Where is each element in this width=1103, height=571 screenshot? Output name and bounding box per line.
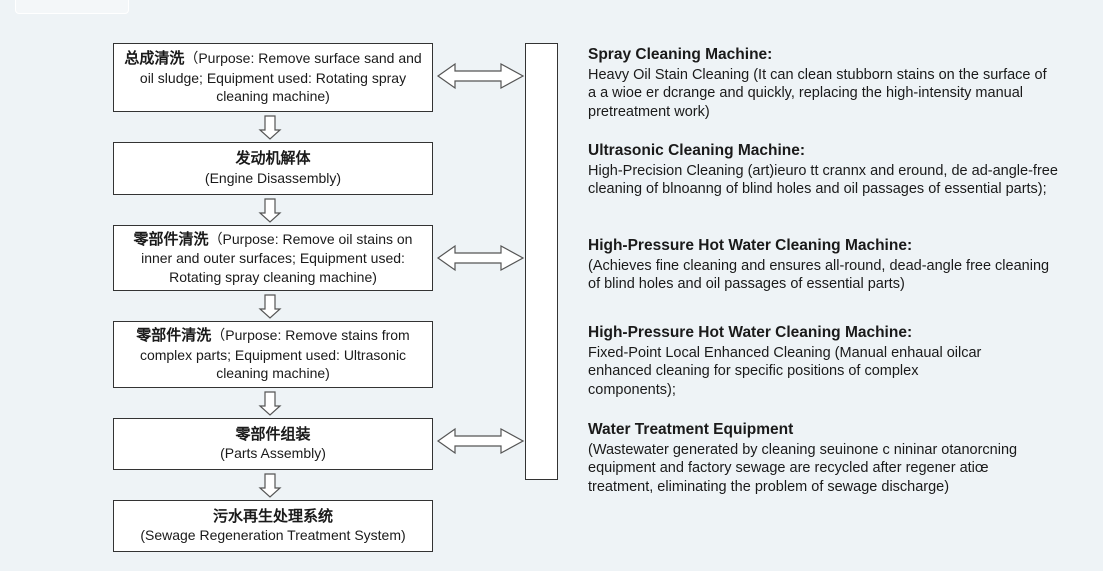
step-zh: 总成清洗 <box>124 50 185 68</box>
flow-step-engine-disassembly: 发动机解体 (Engine Disassembly) <box>113 142 433 195</box>
top-left-tab <box>15 0 129 14</box>
flow-step-sewage-treatment: 污水再生处理系统 (Sewage Regeneration Treatment … <box>113 500 433 552</box>
down-arrow-icon <box>258 198 282 223</box>
step-zh: 零部件清洗 <box>136 327 212 345</box>
flow-step-parts-cleaning-spray: 零部件清洗（Purpose: Remove oil stains on inne… <box>113 225 433 291</box>
step-zh: 污水再生处理系统 <box>212 507 333 525</box>
equipment-water-treatment: Water Treatment Equipment (Wastewater ge… <box>588 421 1053 496</box>
equipment-title: Spray Cleaning Machine: <box>588 46 773 63</box>
equipment-ultrasonic: Ultrasonic Cleaning Machine: High-Precis… <box>588 142 1058 199</box>
down-arrow-icon <box>258 473 282 498</box>
equipment-text: (Wastewater generated by cleaning seuino… <box>588 441 1018 495</box>
double-arrow-icon <box>436 62 525 90</box>
step-en: （Purpose: Remove stains from complex par… <box>139 327 410 382</box>
equipment-text: (Achieves fine cleaning and ensures all-… <box>588 257 1050 293</box>
down-arrow-icon <box>258 391 282 416</box>
step-en: (Engine Disassembly) <box>204 169 342 186</box>
step-en: (Parts Assembly) <box>220 445 326 461</box>
down-arrow-icon <box>258 115 282 140</box>
equipment-title: High-Pressure Hot Water Cleaning Machine… <box>588 237 913 254</box>
equipment-hot-water-1: High-Pressure Hot Water Cleaning Machine… <box>588 237 1058 294</box>
equipment-title: Water Treatment Equipment <box>588 421 794 438</box>
step-en: (Sewage Regeneration Treatment System) <box>140 527 406 543</box>
double-arrow-icon <box>436 244 525 272</box>
down-arrow-icon <box>258 294 282 319</box>
step-zh: 零部件清洗 <box>133 230 209 248</box>
equipment-spray: Spray Cleaning Machine: Heavy Oil Stain … <box>588 46 1058 121</box>
equipment-text: Fixed-Point Local Enhanced Cleaning (Man… <box>588 344 982 398</box>
flow-step-assembly-cleaning: 总成清洗（Purpose: Remove surface sand and oi… <box>113 43 433 112</box>
step-zh: 零部件组装 <box>235 425 311 443</box>
equipment-text: High-Precision Cleaning (art)ieuro tt cr… <box>588 162 1058 198</box>
step-en: （Purpose: Remove oil stains on inner and… <box>141 230 413 285</box>
equipment-text: Heavy Oil Stain Cleaning (It can clean s… <box>588 66 1047 120</box>
equipment-title: High-Pressure Hot Water Cleaning Machine… <box>588 324 913 341</box>
flow-step-parts-assembly: 零部件组装 (Parts Assembly) <box>113 418 433 470</box>
equipment-bus-bar <box>525 43 558 480</box>
step-zh: 发动机解体 <box>235 150 311 167</box>
double-arrow-icon <box>436 427 525 455</box>
flow-step-parts-cleaning-ultrasonic: 零部件清洗（Purpose: Remove stains from comple… <box>113 321 433 388</box>
equipment-hot-water-2: High-Pressure Hot Water Cleaning Machine… <box>588 324 1008 399</box>
step-en: （Purpose: Remove surface sand and oil sl… <box>139 50 422 105</box>
equipment-title: Ultrasonic Cleaning Machine: <box>588 142 806 159</box>
